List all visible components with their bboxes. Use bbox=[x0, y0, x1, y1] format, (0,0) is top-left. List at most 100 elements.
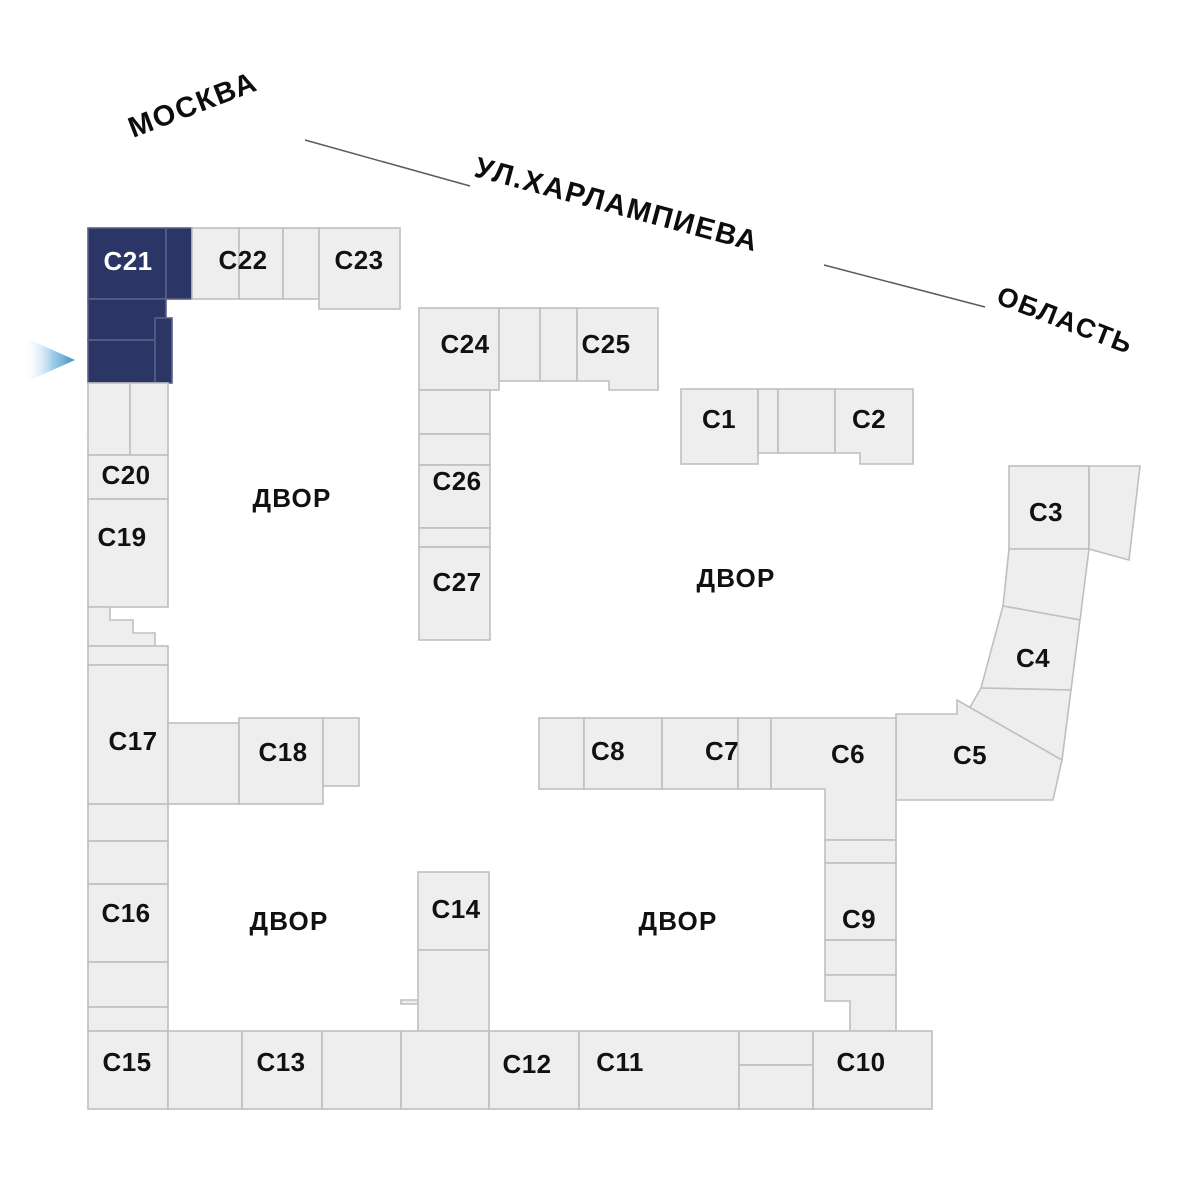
block-C11[interactable] bbox=[578, 1030, 740, 1110]
block-label-C25: C25 bbox=[582, 329, 631, 359]
block-group-C18[interactable]: C18 bbox=[167, 717, 360, 805]
block-label-C19: C19 bbox=[98, 522, 147, 552]
block-C23[interactable] bbox=[318, 227, 401, 310]
yard-label-south-east: ДВОР bbox=[638, 906, 717, 936]
block-C18[interactable] bbox=[238, 717, 324, 805]
block-C17-south-a[interactable] bbox=[87, 803, 169, 842]
block-C18-annex[interactable] bbox=[322, 717, 360, 787]
block-label-C20: C20 bbox=[102, 460, 151, 490]
block-label-C2: C2 bbox=[852, 404, 886, 434]
block-C1[interactable] bbox=[680, 388, 759, 465]
block-C26-north[interactable] bbox=[418, 389, 491, 435]
block-C15-east[interactable] bbox=[167, 1030, 243, 1110]
block-C26[interactable] bbox=[418, 464, 491, 529]
block-C27[interactable] bbox=[418, 546, 491, 641]
leader-line-moscow bbox=[304, 139, 471, 187]
block-group-middle-row[interactable]: C8 C7 C6 bbox=[538, 717, 897, 841]
block-C14-east[interactable] bbox=[321, 1030, 402, 1110]
block-C12-west[interactable] bbox=[400, 1030, 490, 1110]
block-group-C9[interactable]: C9 bbox=[824, 839, 897, 1032]
yard-label-south-west: ДВОР bbox=[249, 906, 328, 936]
street-label-region: ОБЛАСТЬ bbox=[993, 281, 1138, 360]
block-west-step[interactable] bbox=[87, 606, 156, 647]
block-C11-east-b[interactable] bbox=[738, 1064, 814, 1110]
block-C22-annex[interactable] bbox=[282, 227, 320, 300]
block-C26-mid[interactable] bbox=[418, 433, 491, 466]
block-C16[interactable] bbox=[87, 883, 169, 963]
block-C15[interactable] bbox=[87, 1030, 169, 1110]
block-C26-south[interactable] bbox=[418, 527, 491, 548]
block-C12[interactable] bbox=[488, 1030, 580, 1110]
block-C9-north[interactable] bbox=[824, 839, 897, 864]
block-C16-south-a[interactable] bbox=[87, 961, 169, 1008]
block-C24-annex[interactable] bbox=[498, 307, 541, 382]
block-label-C17: C17 bbox=[109, 726, 158, 756]
block-C8-west[interactable] bbox=[538, 717, 585, 790]
block-C25[interactable] bbox=[576, 307, 659, 391]
block-label-C13: C14 bbox=[432, 894, 481, 924]
block-label-C23: C23 bbox=[335, 245, 384, 275]
block-C21-annex-a[interactable] bbox=[165, 227, 193, 300]
street-label-moscow: МОСКВА bbox=[124, 66, 262, 144]
block-C2-annex[interactable] bbox=[777, 388, 836, 454]
block-label-C15: C15 bbox=[103, 1047, 152, 1077]
block-label-C24: C24 bbox=[441, 329, 490, 359]
block-label-C8: C8 bbox=[591, 736, 625, 766]
block-label-C11: C11 bbox=[596, 1047, 643, 1077]
block-C9-south-b[interactable] bbox=[824, 974, 897, 1032]
block-C14[interactable] bbox=[241, 1030, 323, 1110]
block-C18-west-link[interactable] bbox=[167, 722, 240, 805]
block-C3-annex[interactable] bbox=[1088, 465, 1141, 562]
block-west-entry-left[interactable] bbox=[87, 382, 131, 456]
block-C6[interactable] bbox=[770, 717, 897, 841]
block-west-entry-right[interactable] bbox=[129, 382, 169, 456]
block-label-C14: C13 bbox=[257, 1047, 306, 1077]
block-C9-south-a[interactable] bbox=[824, 939, 897, 976]
block-C22-left[interactable] bbox=[191, 227, 240, 300]
block-group-west[interactable]: C20 C19 C17 C16 bbox=[87, 382, 169, 1032]
block-C21-annex-c[interactable] bbox=[87, 339, 167, 384]
block-group-south-row[interactable]: C15 C13 C12 C11 C10 bbox=[87, 1030, 933, 1110]
block-C2[interactable] bbox=[834, 388, 914, 465]
block-C3[interactable] bbox=[1008, 465, 1090, 550]
street-label-kharlampieva: УЛ.ХАРЛАМПИЕВА bbox=[471, 152, 762, 259]
leader-line-region bbox=[823, 264, 986, 308]
block-label-C26: C26 bbox=[433, 466, 482, 496]
block-C11-east-a[interactable] bbox=[738, 1030, 814, 1066]
block-C17-south-b[interactable] bbox=[87, 840, 169, 885]
block-C7-annex[interactable] bbox=[737, 717, 772, 790]
block-C21-annex-d[interactable] bbox=[154, 317, 173, 384]
block-group-C13[interactable]: C14 bbox=[400, 871, 490, 1032]
block-label-C4: C4 bbox=[1016, 643, 1050, 673]
block-group-north-west[interactable]: C21 C22 C23 bbox=[87, 227, 401, 384]
block-label-C6: C6 bbox=[831, 739, 865, 769]
block-label-C9: C9 bbox=[842, 904, 876, 934]
block-C25-annex[interactable] bbox=[539, 307, 578, 382]
block-label-C10: C10 bbox=[837, 1047, 886, 1077]
block-label-C18: C18 bbox=[259, 737, 308, 767]
block-group-central[interactable]: C24 C25 C26 C27 bbox=[418, 307, 659, 641]
block-C20[interactable] bbox=[87, 454, 169, 500]
block-group-north-east[interactable]: C1 C2 bbox=[680, 388, 914, 465]
block-C7[interactable] bbox=[661, 717, 739, 790]
block-C19[interactable] bbox=[87, 498, 169, 608]
block-label-C22: C22 bbox=[219, 245, 268, 275]
block-label-C12: C12 bbox=[503, 1049, 552, 1079]
block-group-east[interactable]: C3 C4 C5 bbox=[895, 465, 1141, 801]
block-label-C21: C21 bbox=[104, 246, 153, 276]
block-C16-south-b[interactable] bbox=[87, 1006, 169, 1032]
block-C8[interactable] bbox=[583, 717, 663, 790]
block-label-C7: C7 bbox=[705, 736, 739, 766]
entrance-arrow-left-icon bbox=[26, 338, 75, 382]
block-C22-right[interactable] bbox=[238, 227, 284, 300]
yard-labels: ДВОР ДВОР ДВОР ДВОР bbox=[249, 483, 775, 936]
block-C13-south[interactable] bbox=[400, 949, 490, 1032]
yard-label-north-east: ДВОР bbox=[696, 563, 775, 593]
block-west-step-filler[interactable] bbox=[87, 645, 169, 666]
block-C1-annex[interactable] bbox=[757, 388, 779, 454]
block-C10[interactable] bbox=[812, 1030, 933, 1110]
block-label-C16: C16 bbox=[102, 898, 151, 928]
block-label-C27: C27 bbox=[433, 567, 482, 597]
block-label-C1: C1 bbox=[702, 404, 736, 434]
